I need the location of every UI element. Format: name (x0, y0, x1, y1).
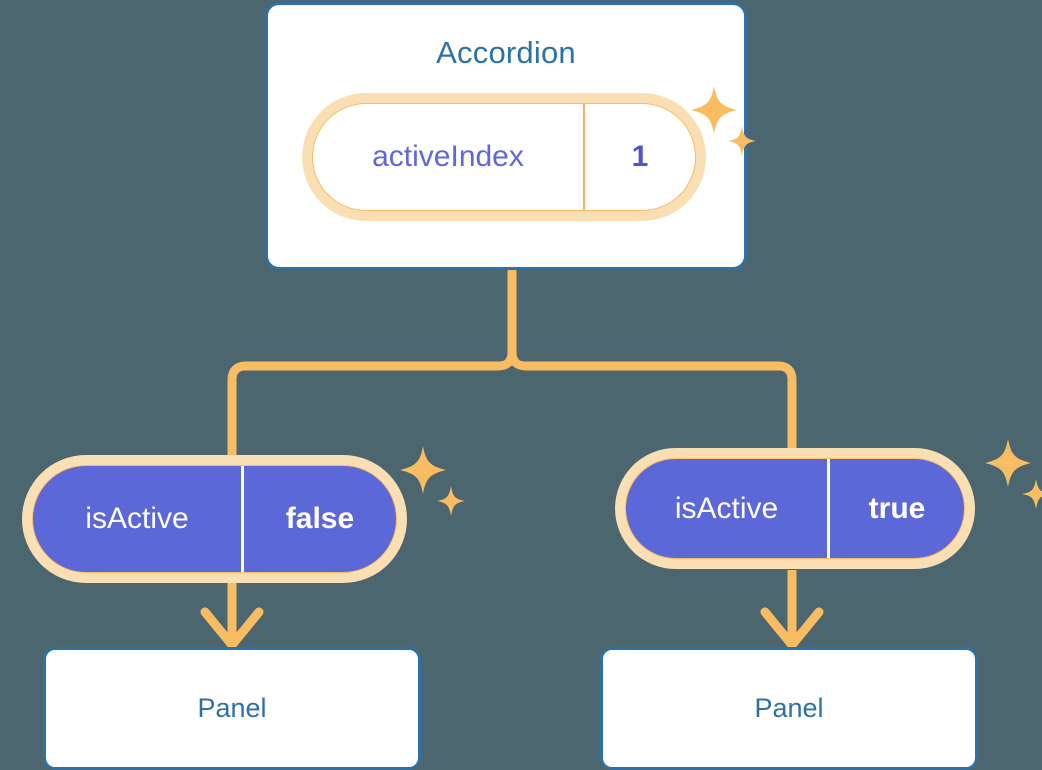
state-value-label: false (241, 466, 396, 572)
state-key-label: isActive (674, 491, 779, 525)
state-pill-is-active-true[interactable]: isActive true (615, 448, 975, 569)
connector-root-split-left (227, 347, 517, 465)
component-title: Accordion (436, 35, 576, 70)
state-key-label: activeIndex (372, 140, 524, 173)
arrow-down-icon-right (760, 570, 824, 650)
component-card-panel-left[interactable]: Panel (43, 647, 421, 770)
connector-root-split (507, 265, 797, 457)
state-pill-inner: isActive false (33, 466, 396, 572)
state-value-label: 1 (583, 104, 695, 210)
state-pill-active-index[interactable]: activeIndex 1 (302, 93, 706, 221)
state-pill-body: isActive true (615, 448, 975, 569)
state-value-label: true (827, 459, 964, 558)
component-card-panel-right[interactable]: Panel (600, 647, 978, 770)
state-pill-is-active-false[interactable]: isActive false (22, 455, 407, 583)
sparkle-icon-left (397, 444, 467, 529)
component-title: Panel (754, 693, 824, 723)
state-pill-inner: activeIndex 1 (313, 104, 695, 210)
component-title: Panel (197, 693, 267, 723)
state-pill-body: isActive false (22, 455, 407, 583)
arrow-down-icon-left (200, 578, 264, 650)
state-pill-body: activeIndex 1 (302, 93, 706, 221)
sparkle-icon-right (982, 437, 1042, 522)
state-key-label: isActive (85, 502, 189, 535)
state-pill-inner: isActive true (626, 459, 964, 558)
